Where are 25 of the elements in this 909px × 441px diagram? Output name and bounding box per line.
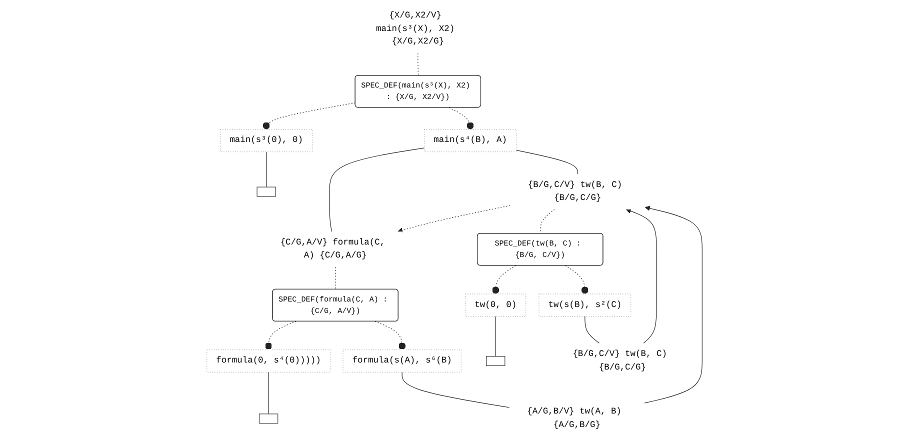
connector <box>540 209 555 234</box>
connector <box>448 107 474 130</box>
connector <box>266 152 267 188</box>
connector <box>565 265 588 294</box>
connector <box>374 321 406 350</box>
node-text: {B/G,C/V} tw(B, C) {B/G,C/G} <box>528 180 622 203</box>
node-text: {B/G,C/V} tw(B, C) {B/G,C/G} <box>572 349 667 372</box>
connector <box>495 316 496 357</box>
arrow <box>644 206 702 404</box>
arrow <box>398 205 510 233</box>
connector <box>268 372 269 414</box>
connector <box>335 266 336 290</box>
connector <box>516 150 578 174</box>
node-text: {X/G,X2/V} main(s³(X), X2) {X/G,X2/G} <box>376 10 455 47</box>
node-text: {A/G,B/V} tw(A, B) {A/G,B/G} <box>527 406 622 430</box>
arrow <box>626 208 657 344</box>
node-box <box>258 414 278 424</box>
node-text: {C/G,A/V} formula(C, A) {C/G,A/G} <box>280 237 386 260</box>
node-box <box>256 186 276 197</box>
connector <box>584 316 600 344</box>
node-box <box>486 356 506 366</box>
connector <box>492 265 516 294</box>
connector <box>265 321 296 350</box>
connector <box>402 372 510 408</box>
connector <box>329 148 425 232</box>
